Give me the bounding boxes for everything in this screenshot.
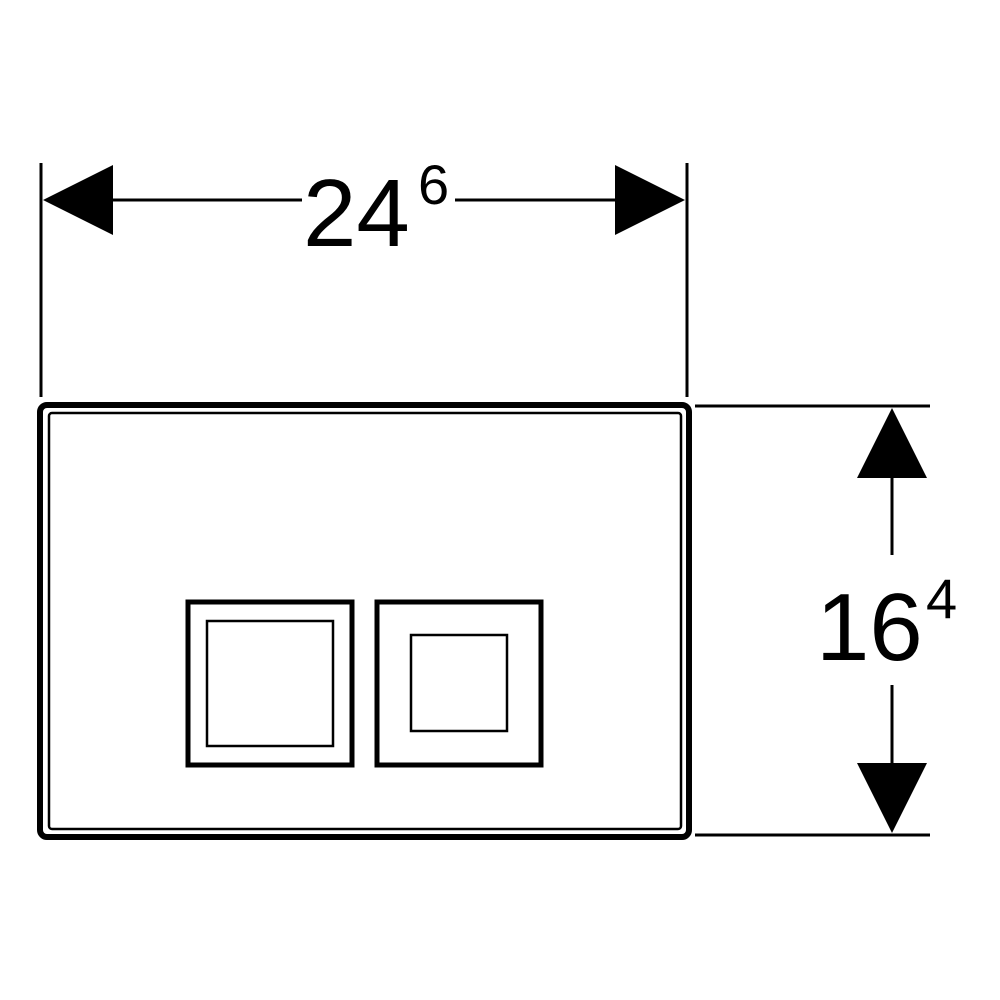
width-dimension: 24 6 [39, 153, 689, 397]
small-button-inner [409, 633, 509, 733]
large-button-outer [185, 599, 355, 768]
height-dimension-label: 16 4 [816, 567, 957, 681]
large-button-inner [205, 619, 335, 748]
flush-plate [37, 402, 692, 840]
height-dimension: 16 4 [695, 404, 957, 837]
large-flush-button [185, 599, 355, 768]
small-button-outer [374, 599, 544, 768]
height-value: 16 [816, 574, 923, 681]
height-value-superscript: 4 [926, 567, 957, 630]
width-arrowhead-right [615, 165, 685, 235]
height-arrowhead-bottom [857, 763, 927, 833]
flush-plate-outer-edge [37, 402, 692, 840]
height-arrowhead-top [857, 408, 927, 478]
width-arrowhead-left [43, 165, 113, 235]
width-value-superscript: 6 [418, 153, 449, 216]
width-value: 24 [303, 160, 410, 267]
small-flush-button [374, 599, 544, 768]
width-dimension-label: 24 6 [303, 153, 449, 267]
flush-plate-inner-edge [47, 411, 683, 831]
